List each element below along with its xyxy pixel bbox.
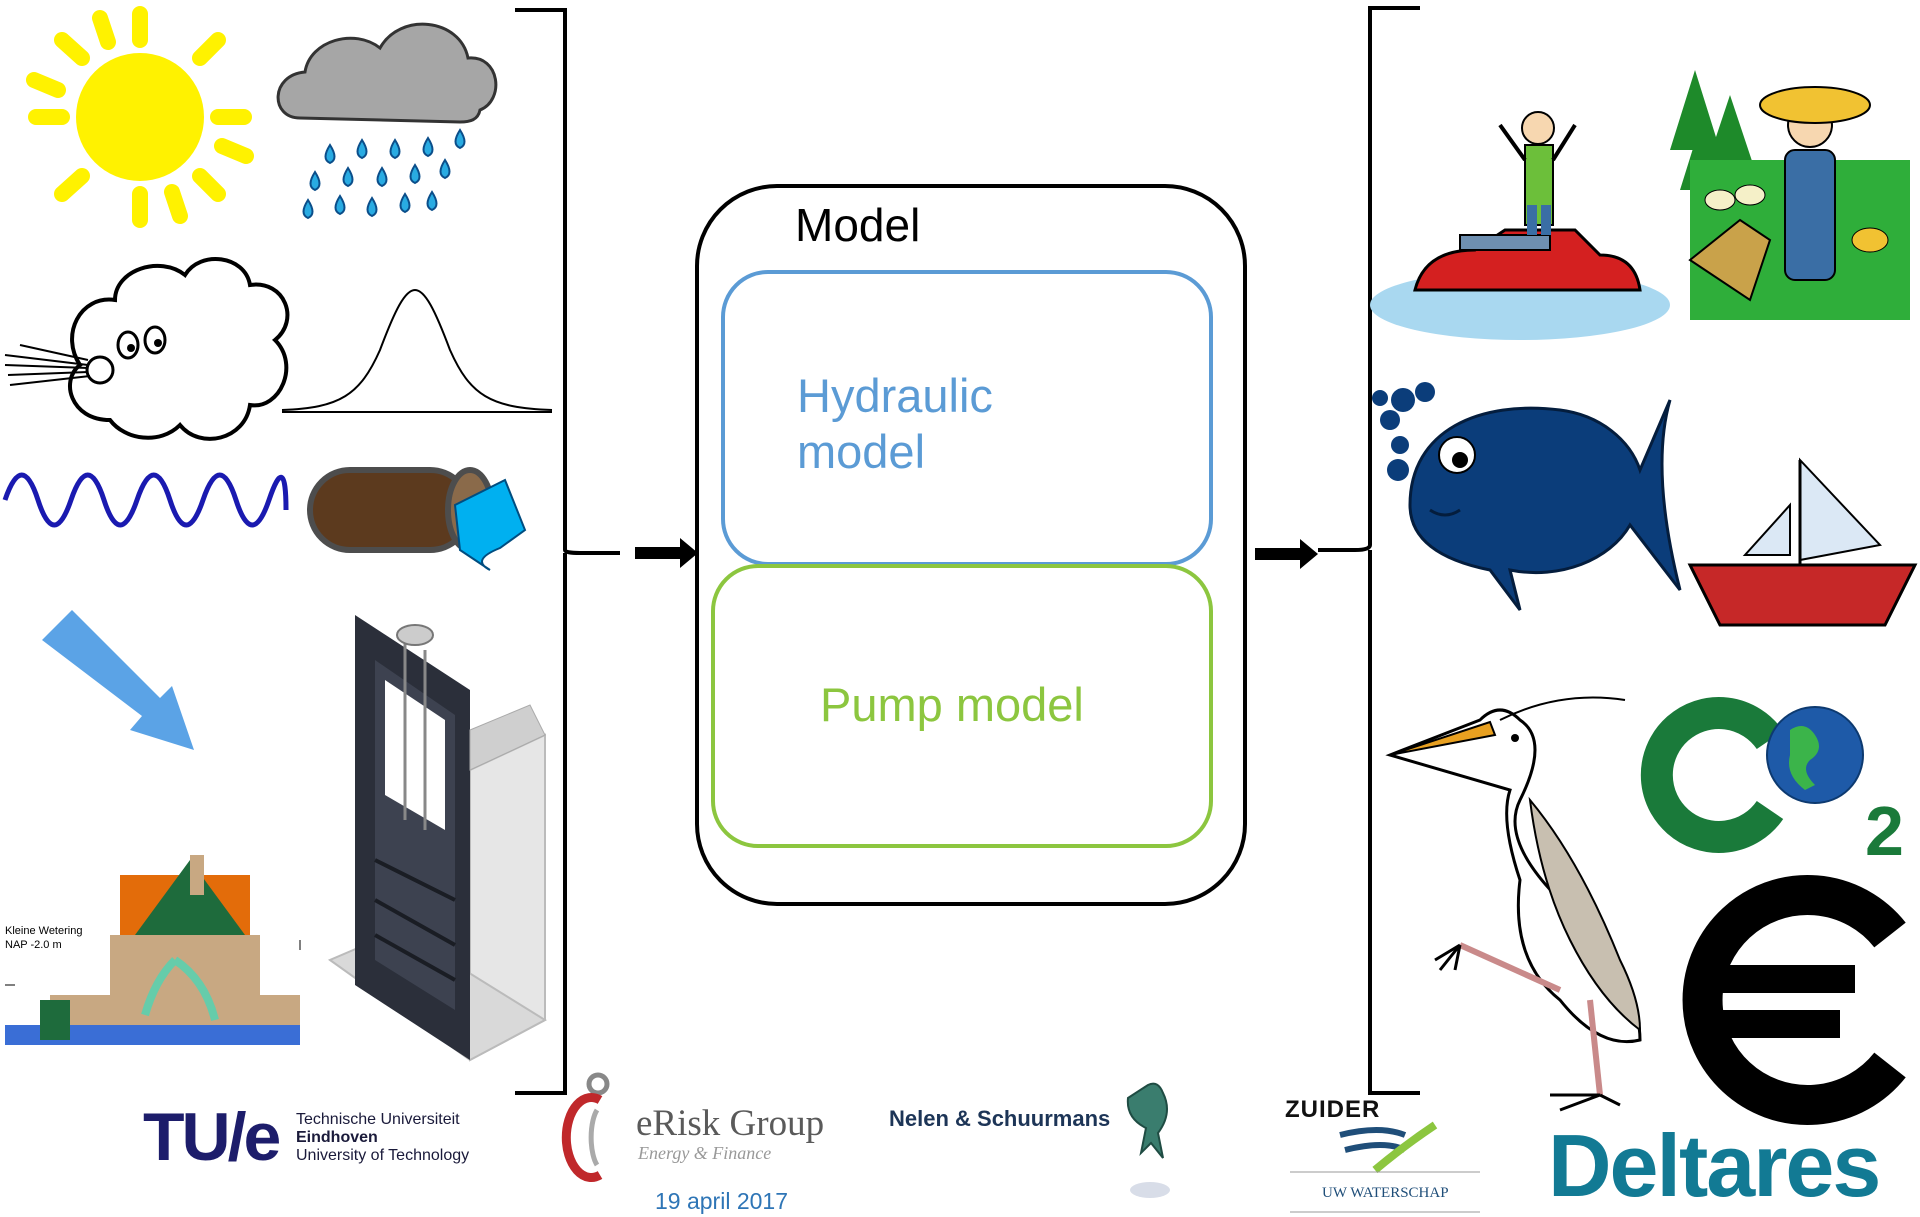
tue-logo-mark: TU/e: [143, 1099, 281, 1175]
farmer-icon: [1670, 70, 1910, 320]
tue-logo-text: Technische Universiteit Eindhoven Univer…: [296, 1111, 469, 1165]
zuiderzeeland-logo-name: ZUIDER: [1285, 1096, 1381, 1123]
heron-icon: [1385, 696, 1642, 1112]
tue-line1: Technische Universiteit: [296, 1111, 460, 1128]
pumping-station-label: Kleine Wetering NAP -2.0 m: [5, 924, 82, 952]
sailboat-icon: [1687, 457, 1918, 627]
sun-icon: [26, 6, 254, 228]
rain-cloud-icon: [276, 22, 498, 220]
tue-line3: University of Technology: [296, 1147, 470, 1164]
pumping-station-line2: NAP -2.0 m: [5, 939, 62, 951]
pump-model-label: Pump model: [820, 678, 1084, 731]
svg-text:2: 2: [1865, 792, 1904, 870]
diagonal-arrow-icon: [42, 610, 194, 750]
euro-icon: [1682, 875, 1906, 1125]
pumping-station-icon: [5, 855, 301, 1045]
deltares-logo: Deltares: [1548, 1116, 1881, 1215]
erisk-logo-subtitle: Energy & Finance: [638, 1143, 772, 1163]
footer-date: 19 april 2017: [655, 1188, 788, 1214]
erisk-logo-mark: [561, 1072, 610, 1182]
frog-icon: [1126, 1082, 1170, 1198]
output-arrow: [1255, 539, 1318, 569]
sine-wave-icon: [2, 472, 289, 528]
bell-curve-icon: [281, 288, 553, 413]
erisk-logo-name: eRisk Group: [636, 1103, 825, 1144]
pipe-outflow-icon: [307, 467, 527, 571]
hydraulic-label-line2: model: [797, 425, 926, 478]
sluice-gate-icon: [327, 615, 548, 1062]
co2-globe-icon: 2: [1640, 697, 1904, 870]
hydraulic-model-label: Hydraulic model: [797, 368, 993, 480]
pumping-station-line1: Kleine Wetering: [5, 925, 83, 937]
model-title: Model: [795, 199, 921, 251]
hydraulic-label-line1: Hydraulic: [797, 369, 993, 422]
right-bracket: [1318, 6, 1420, 1095]
zuiderzeeland-logo-subtitle: UW WATERSCHAP: [1322, 1185, 1449, 1201]
left-bracket: [515, 8, 620, 1095]
input-arrow: [635, 538, 698, 568]
nelen-schuurmans-logo: Nelen & Schuurmans: [889, 1106, 1111, 1131]
tue-line2: Eindhoven: [296, 1129, 378, 1146]
flooded-car-icon: [1370, 111, 1670, 340]
pump-model-box: [711, 564, 1213, 848]
zuiderzeeland-logo-mark: [1290, 1121, 1480, 1213]
fish-icon: [1372, 382, 1682, 611]
wind-cloud-icon: [4, 257, 290, 441]
